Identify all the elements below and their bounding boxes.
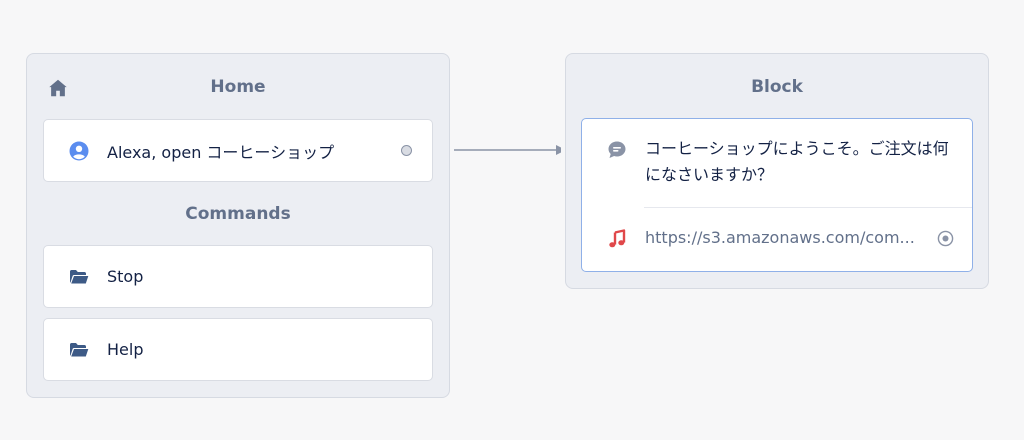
home-node-title: Home [210,77,266,97]
home-icon [49,79,67,97]
speak-step-text: コーヒーショップにようこそ。ご注文は何になさいますか？ [645,139,949,184]
audio-step-output-port[interactable] [937,230,954,247]
start-command-card[interactable]: Alexa, open コーヒーショップ [43,119,433,182]
music-note-icon [609,229,626,248]
block-node-title: Block [751,77,803,97]
user-circle-icon [69,141,89,161]
command-item-stop[interactable]: Stop [43,245,433,308]
command-label-stop: Stop [107,267,144,286]
audio-step-url: https://s3.amazonaws.com/com... [645,228,915,247]
speech-bubble-icon [608,141,626,158]
block-node[interactable]: Block コーヒーショップにようこそ。ご注文は何になさいますか？ https:… [565,53,989,289]
block-steps-card[interactable]: コーヒーショップにようこそ。ご注文は何になさいますか？ https://s3.a… [581,118,973,272]
folder-open-icon [69,267,89,287]
start-command-output-port[interactable] [401,145,412,156]
home-node-header: Home [27,72,449,102]
folder-open-icon [69,340,89,360]
command-item-help[interactable]: Help [43,318,433,381]
speak-step[interactable]: コーヒーショップにようこそ。ご注文は何になさいますか？ [582,119,972,207]
command-label-help: Help [107,340,144,359]
commands-section-title: Commands [185,204,291,224]
step-divider [644,207,972,208]
block-node-header: Block [566,72,988,102]
start-command-label: Alexa, open コーヒーショップ [107,142,335,162]
audio-step[interactable]: https://s3.amazonaws.com/com... [582,208,972,271]
home-node[interactable]: Home Alexa, open コーヒーショップ Commands Stop [26,53,450,398]
connection-arrowhead [556,145,566,155]
